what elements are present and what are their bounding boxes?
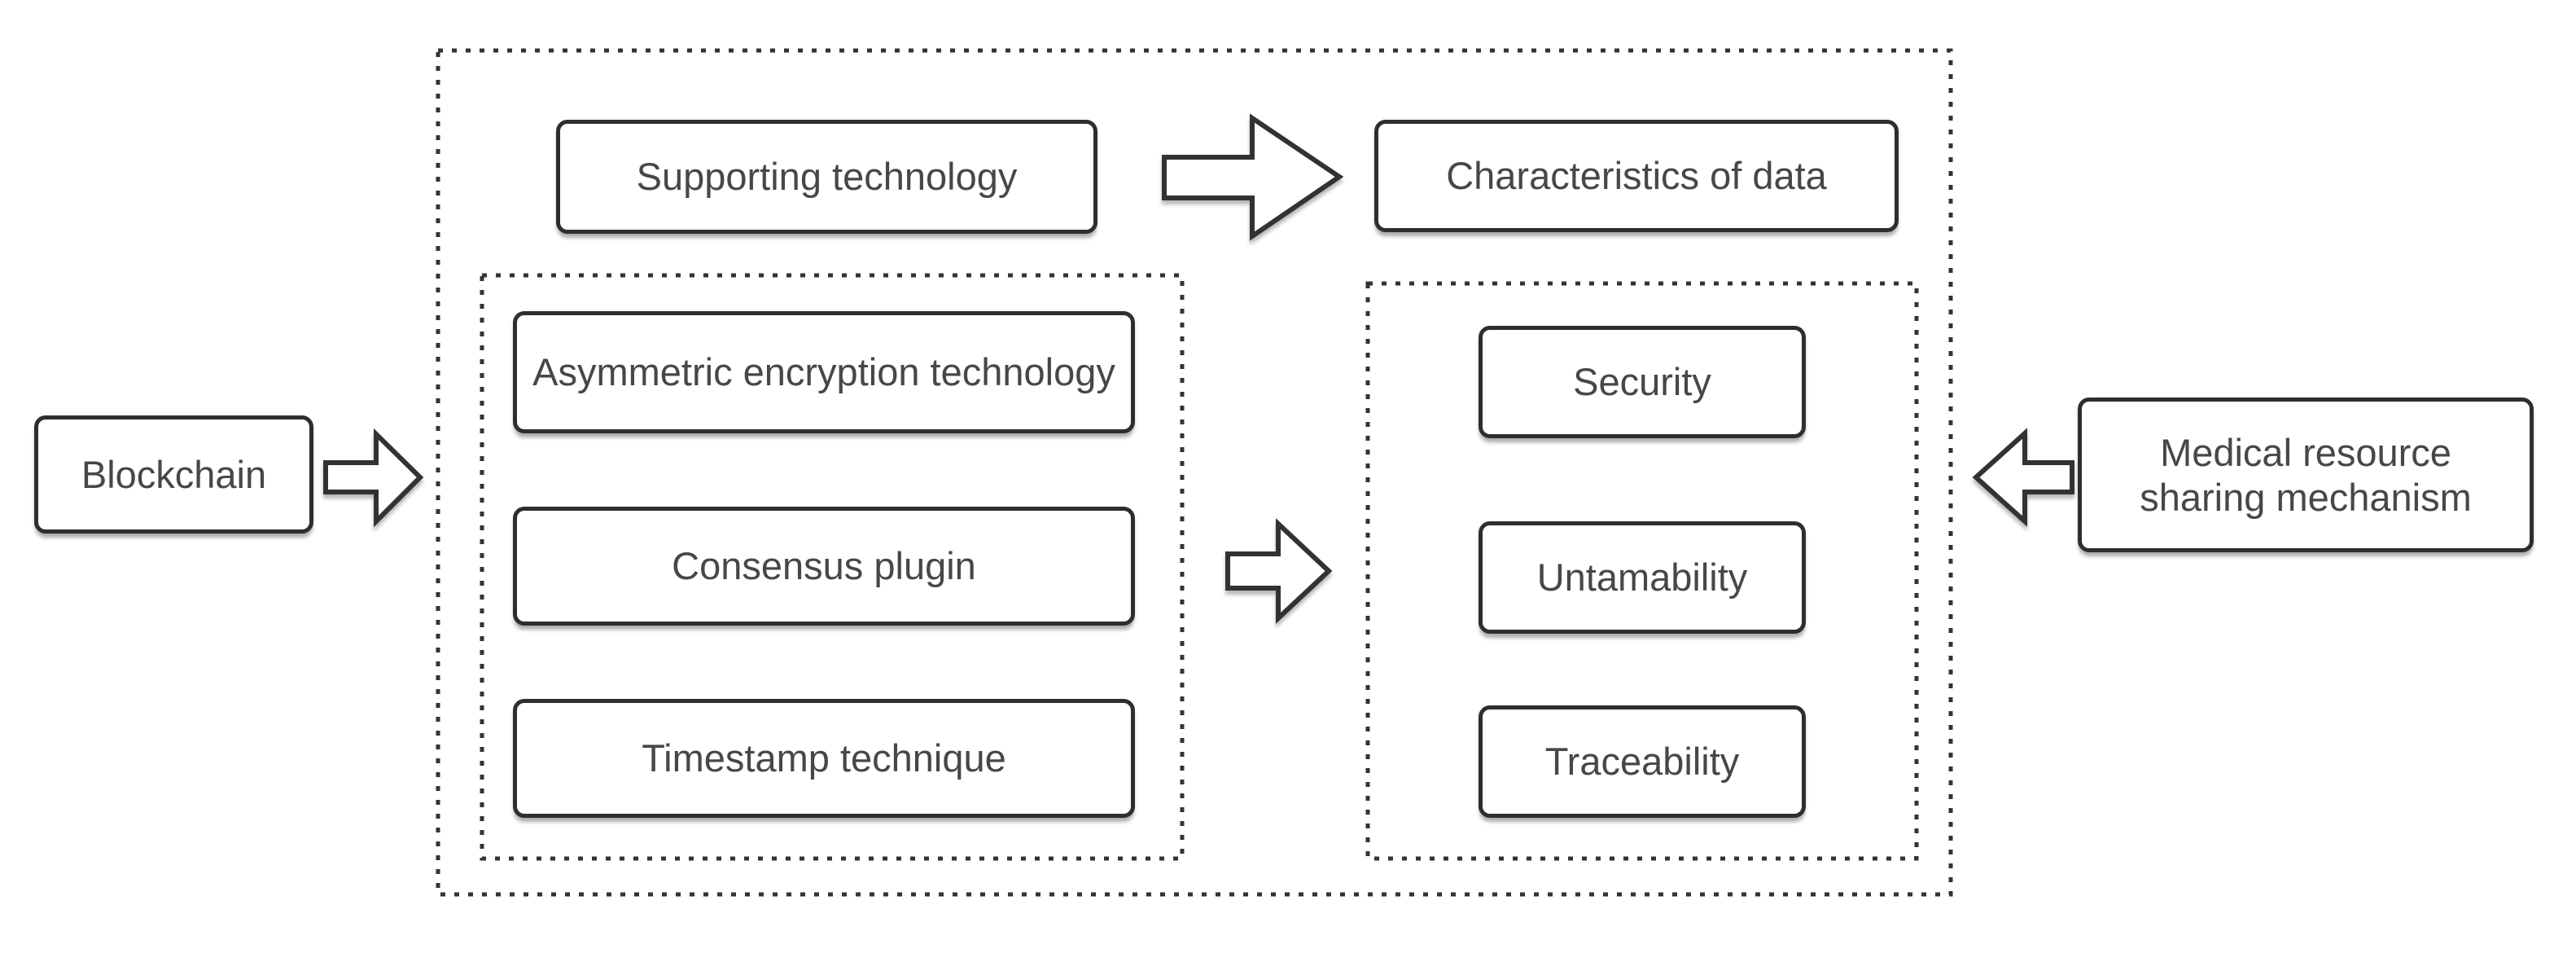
supporting-technology-group-frame: [480, 273, 1185, 861]
traceability-node: Traceability: [1479, 705, 1806, 818]
consensus-plugin-node: Consensus plugin: [513, 507, 1135, 626]
supporting-technology-node: Supporting technology: [556, 120, 1097, 234]
outer-dotted-frame: [436, 48, 1953, 897]
arrow-left-medical-resource-to-frame: [1972, 428, 2074, 527]
characteristics-of-data-node: Characteristics of data: [1374, 120, 1899, 232]
security-node: Security: [1479, 326, 1806, 438]
arrow-right-technology-group-to-characteristics-group: [1225, 518, 1333, 624]
asymmetric-encryption-technology-node: Asymmetric encryption technology: [513, 311, 1135, 433]
arrow-right-supporting-to-characteristics: [1162, 113, 1344, 241]
timestamp-technique-node: Timestamp technique: [513, 699, 1135, 818]
blockchain-node: Blockchain: [34, 415, 313, 534]
arrow-right-blockchain-to-frame: [323, 428, 424, 528]
untamability-node: Untamability: [1479, 521, 1806, 634]
medical-resource-sharing-mechanism-node: Medical resource sharing mechanism: [2078, 398, 2534, 552]
data-characteristics-group-frame: [1365, 281, 1919, 861]
